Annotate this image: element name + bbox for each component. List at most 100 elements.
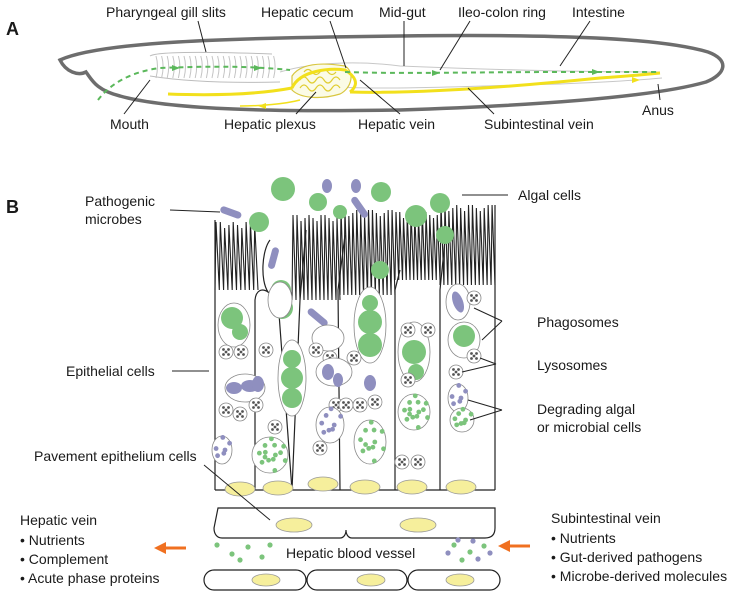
degrading-fragment (415, 425, 421, 430)
algal-cell (358, 333, 382, 357)
degrading-fragment (407, 406, 413, 412)
degrading-fragment (323, 413, 329, 418)
label-intestine: Intestine (572, 4, 625, 20)
panel-b-leaders (169, 194, 508, 521)
degrading-fragment (468, 411, 474, 417)
degrading-fragment (410, 414, 416, 420)
degrading-fragment (278, 450, 283, 456)
degrading-fragment (463, 388, 468, 394)
label-pavement-epithelium: Pavement epithelium cells (34, 448, 197, 464)
label-lysosomes: Lysosomes (537, 357, 607, 373)
vessel-endothelium (203, 569, 501, 591)
label-hepatic-blood-vessel: Hepatic blood vessel (286, 545, 415, 561)
gill-bar (261, 55, 265, 79)
algal-cell (402, 340, 426, 364)
degrading-fragment (372, 439, 378, 445)
algal-cell (453, 325, 475, 347)
degrading-fragment (215, 453, 220, 459)
subintestinal-vein-title: Subintestinal vein (551, 510, 661, 526)
degrading-fragment (407, 411, 412, 417)
microbe (364, 375, 376, 391)
hepatic-vein-title: Hepatic vein (20, 512, 97, 528)
label-subintestinal-vein: Subintestinal vein (484, 116, 594, 132)
microvilli-row (214, 221, 259, 291)
label-hepatic-vein: Hepatic vein (358, 116, 435, 132)
degrading-fragment (402, 407, 407, 413)
microbe (333, 373, 343, 387)
nuclei (224, 476, 477, 497)
degrading-fragment (363, 442, 368, 447)
degrading-fragment (273, 452, 278, 458)
gill-bar (267, 55, 270, 79)
gill-bar (239, 55, 242, 79)
gill-bar (273, 55, 276, 79)
degrading-fragment (213, 446, 219, 451)
degrading-fragment (371, 458, 377, 464)
hepatic-vein-item: • Complement (20, 551, 108, 567)
degrading-fragment (281, 443, 287, 449)
subintestinal-vein-item: • Gut-derived pathogens (551, 549, 702, 565)
label-algal-cells: Algal cells (518, 187, 581, 203)
phagosome (397, 393, 431, 431)
hepatic-vein-box: Hepatic vein • Nutrients • Complement • … (20, 512, 160, 586)
degrading-fragment (379, 428, 385, 434)
gill-bar (161, 55, 164, 79)
algal-cell (362, 295, 378, 311)
degrading-fragment (331, 422, 337, 428)
pavement-epithelium (213, 507, 496, 539)
label-phagosomes: Phagosomes (537, 314, 619, 330)
degrading-fragment (326, 427, 332, 433)
degrading-fragment (366, 445, 372, 451)
phagosome (353, 419, 387, 465)
algal-cell (221, 307, 243, 329)
degrading-fragment (451, 401, 456, 407)
degrading-fragment (381, 446, 386, 452)
degrading-fragment (456, 383, 462, 388)
degrading-fragment (407, 400, 412, 405)
label-degrading-algal: Degrading algal (537, 401, 635, 417)
microbe (322, 364, 334, 380)
degrading-fragment (414, 413, 420, 419)
degrading-fragment (416, 409, 422, 415)
flow-arrow-left (154, 542, 186, 554)
gill-bar (183, 55, 186, 79)
degrading-fragment (321, 429, 327, 435)
algal-cell (281, 367, 303, 389)
gill-bar (228, 55, 231, 79)
degrading-fragment (371, 427, 377, 433)
microvilli-row (394, 211, 441, 281)
degrading-fragment (360, 448, 366, 454)
degrading-fragment (256, 450, 262, 456)
body-outline (57, 33, 725, 113)
degrading-fragment (363, 427, 368, 433)
gill-bar (211, 55, 214, 79)
hepatic-vein-item: • Acute phase proteins (20, 570, 160, 586)
gut-flow-path (97, 65, 660, 101)
degrading-fragment (272, 468, 278, 473)
algal-cell (283, 350, 301, 368)
degrading-fragment (415, 399, 421, 405)
hepatic-vein-item: • Nutrients (20, 532, 85, 548)
degrading-fragment (368, 419, 374, 425)
label-mouth: Mouth (110, 116, 149, 132)
degrading-fragment (227, 440, 232, 446)
degrading-fragment (423, 400, 429, 406)
gill-bar (200, 55, 203, 79)
label-pharyngeal-gill-slits: Pharyngeal gill slits (106, 4, 226, 20)
phagosome (267, 281, 293, 319)
degrading-fragment (425, 415, 430, 420)
degrading-fragment (262, 443, 268, 448)
gill-bar (256, 55, 259, 79)
subintestinal-vein-box: Subintestinal vein • Nutrients • Gut-der… (551, 510, 727, 584)
label-hepatic-cecum: Hepatic cecum (261, 4, 354, 20)
degrading-fragment (259, 459, 265, 465)
degrading-fragment (456, 411, 462, 417)
microbe (226, 382, 242, 394)
degrading-fragment (220, 435, 226, 440)
degrading-fragment (412, 393, 418, 399)
degrading-fragment (262, 454, 268, 460)
degrading-fragment (330, 426, 335, 432)
gill-bar (155, 55, 158, 79)
gut-flow-arrows (172, 65, 600, 76)
